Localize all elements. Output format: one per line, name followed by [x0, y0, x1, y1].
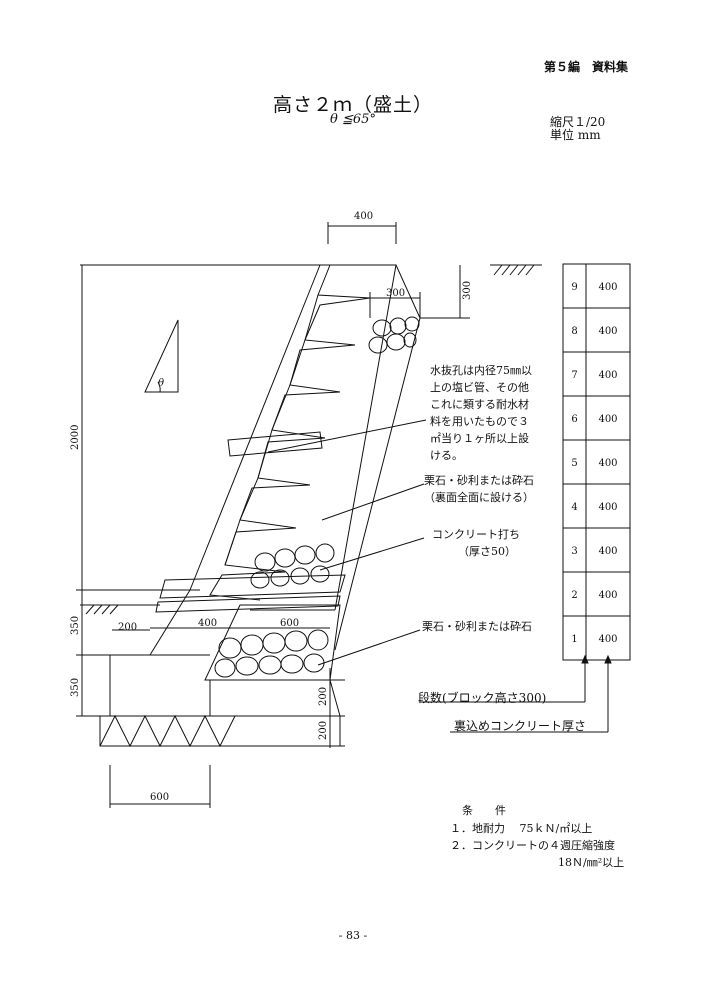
- dim-bottom-a: 200: [318, 687, 329, 706]
- dim-toe-width: 200: [118, 622, 137, 633]
- note-drain-pipe: 水抜孔は内径75㎜以 上の塩ビ管、その他 これに類する耐水材 料を用いたもので３…: [430, 362, 532, 464]
- block-step: 9: [571, 282, 577, 293]
- block-thickness: 400: [598, 458, 617, 469]
- theta-label: θ: [158, 378, 164, 389]
- note-line: （裏面全面に設ける）: [424, 491, 534, 504]
- dim-footing-height: 350: [70, 678, 81, 697]
- block-step: 4: [571, 502, 577, 513]
- scale-block: 縮尺１/20 単位 mm: [550, 116, 605, 142]
- page-number: - 83 -: [338, 929, 368, 942]
- wall-outline: [149, 264, 421, 656]
- gravel-top: [368, 316, 420, 354]
- block-step: 5: [571, 458, 577, 469]
- note-line: コンクリート打ち: [432, 528, 520, 541]
- condition-item: ２．コンクリートの４週圧縮強度: [450, 839, 615, 852]
- note-line: 上の塩ビ管、その他: [430, 381, 529, 394]
- condition-item: １．地耐力 75ｋＮ/㎡以上: [450, 822, 593, 835]
- angle-condition: θ ≦65°: [330, 112, 376, 127]
- ground-hatch-left: [85, 604, 119, 615]
- block-table: 9 400 8 400 7 400 6 400 5 400 4 400 3 400 2 400 1 400: [562, 263, 631, 661]
- note-line: ㎡当り１ヶ所以上設: [430, 432, 529, 445]
- block-step: 3: [571, 546, 577, 557]
- foundation: [99, 714, 341, 748]
- block-step: 2: [571, 590, 577, 601]
- block-face: [209, 264, 371, 601]
- block-thickness: 400: [598, 502, 617, 513]
- block-thickness: 400: [598, 370, 617, 381]
- note-base-gravel: 栗石・砂利または砕石: [422, 620, 532, 633]
- note-backfill: 栗石・砂利または砕石 （裏面全面に設ける）: [424, 472, 534, 506]
- block-step: 7: [571, 370, 577, 381]
- label-steps: 段数(ブロック高さ300): [418, 691, 547, 705]
- scale-ratio: 縮尺１/20: [550, 115, 606, 129]
- conditions-list: １．地耐力 75ｋＮ/㎡以上 ２．コンクリートの４週圧縮強度 18Ｎ/㎜²以上: [450, 820, 624, 871]
- dim-top-width: 400: [354, 211, 373, 222]
- block-thickness: 400: [598, 590, 617, 601]
- dim-gravel-top: 300: [386, 288, 405, 299]
- note-line: これに類する耐水材: [430, 398, 529, 411]
- base-footing: [109, 604, 341, 717]
- block-thickness: 400: [598, 634, 617, 645]
- block-thickness: 400: [598, 546, 617, 557]
- note-line: （厚さ50）: [458, 545, 516, 558]
- dim-foundation-width: 600: [150, 792, 169, 803]
- ground-hatch-right: [493, 264, 535, 276]
- dim-top-height: 300: [462, 281, 473, 300]
- block-table-border: [562, 263, 631, 661]
- condition-value: 18Ｎ/㎜²以上: [558, 856, 625, 869]
- dim-wall-height: 2000: [70, 425, 81, 450]
- note-concrete: コンクリート打ち （厚さ50）: [432, 526, 520, 560]
- note-line: 料を用いたもので３: [430, 415, 529, 428]
- scale-unit: 単位 mm: [550, 128, 601, 142]
- block-step: 8: [571, 326, 577, 337]
- gravel-base: [214, 629, 329, 678]
- conditions-title: 条 件: [462, 804, 506, 817]
- note-line: ける。: [430, 449, 463, 462]
- block-step: 1: [571, 634, 577, 645]
- dim-base-width: 600: [280, 618, 299, 629]
- section-header: 第５編 資料集: [543, 60, 628, 74]
- dim-bottom-b: 200: [318, 721, 329, 740]
- block-thickness: 400: [598, 282, 617, 293]
- block-thickness: 400: [598, 326, 617, 337]
- table-leaders: [420, 654, 612, 733]
- block-step: 6: [571, 414, 577, 425]
- gravel-mid: [250, 543, 335, 589]
- theta-triangle: [144, 319, 179, 393]
- block-thickness: 400: [598, 414, 617, 425]
- dim-base-height: 350: [70, 616, 81, 635]
- drawing-title: 高さ２ｍ（盛土）: [272, 94, 433, 116]
- drain-pipe: [227, 431, 323, 457]
- label-thickness: 裏込めコンクリート厚さ: [454, 719, 587, 733]
- note-line: 水抜孔は内径75㎜以: [430, 364, 532, 377]
- dim-heel-width: 400: [198, 618, 217, 629]
- note-line: 栗石・砂利または砕石: [424, 474, 534, 487]
